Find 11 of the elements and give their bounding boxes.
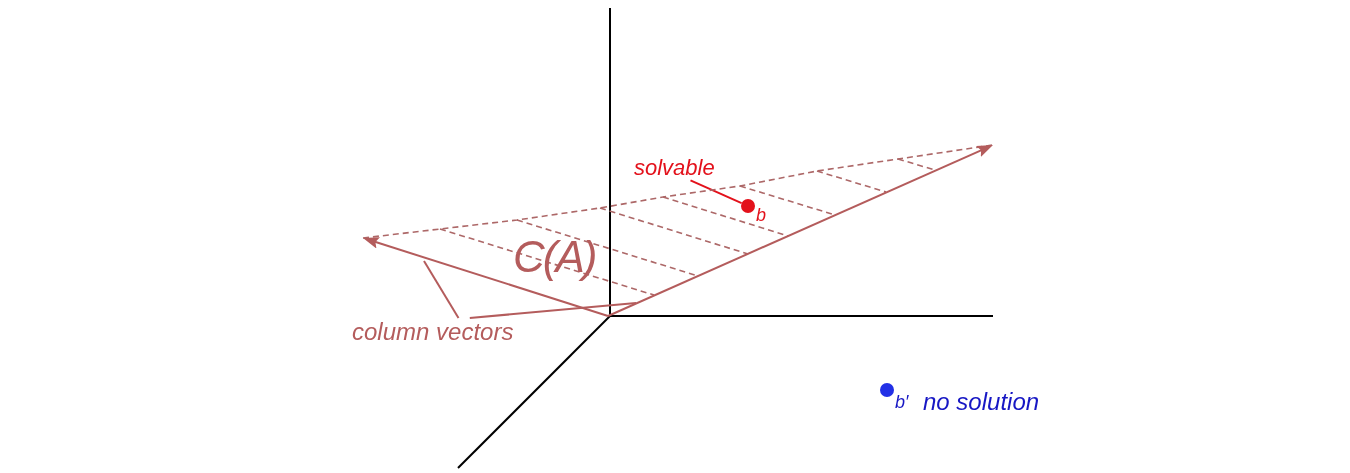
leader-line — [423, 260, 460, 319]
dot-icon — [880, 383, 894, 397]
callout-label: column vectors — [352, 318, 514, 346]
note-text: no solution — [923, 388, 1040, 416]
point-label: b′ — [895, 392, 909, 413]
dot-icon — [741, 199, 755, 213]
plane-label: C(A) — [513, 232, 596, 283]
point-label: b — [756, 205, 766, 226]
leader-line — [689, 179, 743, 205]
leader-line — [468, 302, 637, 319]
callout-label: solvable — [634, 155, 715, 181]
